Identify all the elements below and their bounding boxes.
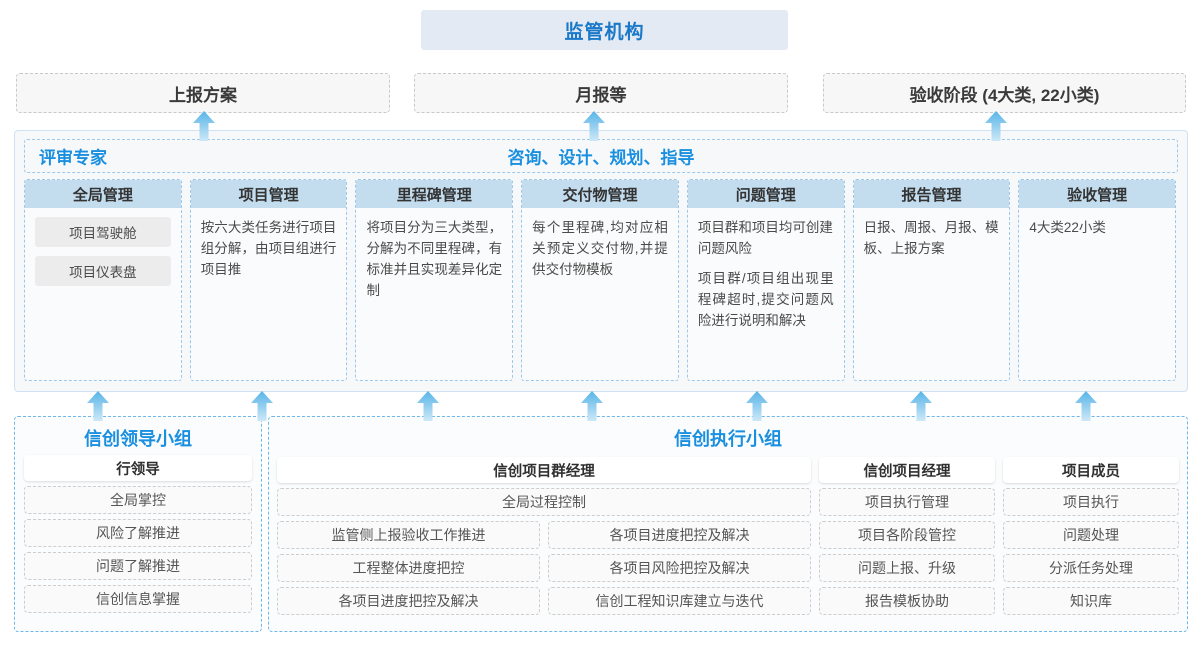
list-item: 工程整体进度把控 bbox=[277, 554, 540, 582]
column-global-management: 全局管理 项目驾驶舱 项目仪表盘 bbox=[24, 179, 182, 381]
regulator-box: 监管机构 bbox=[421, 10, 788, 50]
execution-group-title: 信创执行小组 bbox=[674, 429, 782, 449]
list-item: 各项目进度把控及解决 bbox=[548, 521, 811, 549]
column-body: 将项目分为三大类型，分解为不同里程碑，有标准并且实现差异化定制 bbox=[356, 208, 512, 380]
list-item: 风险了解推进 bbox=[24, 519, 252, 547]
management-columns: 全局管理 项目驾驶舱 项目仪表盘 项目管理 按六大类任务进行项目组分解，由项目组… bbox=[24, 179, 1177, 381]
list-item: 全局掌控 bbox=[24, 486, 252, 514]
chip-item: 项目仪表盘 bbox=[35, 256, 171, 286]
column-title: 问题管理 bbox=[687, 180, 844, 208]
list-item: 分派任务处理 bbox=[1003, 554, 1179, 582]
list-item: 报告模板协助 bbox=[819, 587, 995, 615]
arrow-up-icon bbox=[87, 391, 109, 421]
list-item: 问题上报、升级 bbox=[819, 554, 995, 582]
report-box-acceptance-stage: 验收阶段 (4大类, 22小类) bbox=[823, 73, 1186, 113]
column-acceptance-management: 验收管理 4大类22小类 bbox=[1018, 179, 1177, 381]
arrow-up-icon bbox=[985, 111, 1007, 141]
report-box-label: 月报等 bbox=[575, 85, 627, 105]
column-paragraph: 项目群和项目均可创建问题风险 bbox=[697, 220, 833, 256]
column-body: 每个里程碑,均对应相关预定义交付物,并提供交付物模板 bbox=[522, 208, 678, 380]
report-box-label: 验收阶段 (4大类, 22小类) bbox=[909, 85, 1100, 105]
list-item: 知识库 bbox=[1003, 587, 1179, 615]
regulator-label: 监管机构 bbox=[564, 21, 645, 43]
program-manager-block: 信创项目群经理 全局过程控制 监管侧上报验收工作推进 各项目进度把控及解决 工程… bbox=[277, 457, 811, 623]
column-issue-management: 问题管理 项目群和项目均可创建问题风险 项目群/项目组出现里程碑超时,提交问题风… bbox=[686, 179, 845, 381]
column-title: 全局管理 bbox=[25, 180, 181, 208]
arrow-up-icon bbox=[910, 391, 932, 421]
column-paragraph: 4大类22小类 bbox=[1029, 220, 1106, 235]
column-body: 按六大类任务进行项目组分解，由项目组进行项目推 bbox=[191, 208, 347, 380]
list-item: 信创工程知识库建立与迭代 bbox=[548, 587, 811, 615]
project-manager-block: 信创项目经理 项目执行管理 项目各阶段管控 问题上报、升级 报告模板协助 bbox=[819, 457, 995, 623]
column-milestone-management: 里程碑管理 将项目分为三大类型，分解为不同里程碑，有标准并且实现差异化定制 bbox=[355, 179, 514, 381]
list-item: 问题了解推进 bbox=[24, 552, 252, 580]
execution-group-columns: 信创项目群经理 全局过程控制 监管侧上报验收工作推进 各项目进度把控及解决 工程… bbox=[277, 457, 1179, 623]
column-report-management: 报告管理 日报、周报、月报、模板、上报方案 bbox=[852, 179, 1011, 381]
column-title: 验收管理 bbox=[1019, 180, 1176, 208]
column-paragraph: 将项目分为三大类型，分解为不同里程碑，有标准并且实现差异化定制 bbox=[366, 220, 503, 298]
list-item: 全局过程控制 bbox=[277, 488, 811, 516]
role-program-manager: 信创项目群经理 bbox=[277, 457, 811, 483]
role-bank-leader: 行领导 bbox=[24, 455, 252, 481]
list-item: 项目执行 bbox=[1003, 488, 1179, 516]
column-paragraph: 每个里程碑,均对应相关预定义交付物,并提供交付物模板 bbox=[532, 220, 668, 277]
column-body: 项目群和项目均可创建问题风险 项目群/项目组出现里程碑超时,提交问题风险进行说明… bbox=[688, 208, 844, 380]
execution-group-panel: 信创执行小组 信创项目群经理 全局过程控制 监管侧上报验收工作推进 各项目进度把… bbox=[268, 416, 1188, 632]
list-item: 项目执行管理 bbox=[819, 488, 995, 516]
report-box-label: 上报方案 bbox=[169, 85, 237, 105]
list-item: 各项目风险把控及解决 bbox=[548, 554, 811, 582]
consulting-panel: 评审专家 咨询、设计、规划、指导 全局管理 项目驾驶舱 项目仪表盘 项目管理 按… bbox=[14, 130, 1188, 392]
report-box-monthly-report: 月报等 bbox=[414, 73, 788, 113]
leadership-group-title: 信创领导小组 bbox=[84, 429, 192, 449]
chip-item: 项目驾驶舱 bbox=[35, 217, 171, 247]
leadership-group-panel: 信创领导小组 行领导 全局掌控 风险了解推进 问题了解推进 信创信息掌握 bbox=[14, 416, 262, 632]
arrow-up-icon bbox=[583, 111, 605, 141]
column-project-management: 项目管理 按六大类任务进行项目组分解，由项目组进行项目推 bbox=[189, 179, 348, 381]
column-deliverable-management: 交付物管理 每个里程碑,均对应相关预定义交付物,并提供交付物模板 bbox=[521, 179, 679, 381]
role-project-member: 项目成员 bbox=[1003, 457, 1179, 483]
consulting-services-label: 咨询、设计、规划、指导 bbox=[507, 148, 695, 168]
report-box-submission-plan: 上报方案 bbox=[16, 73, 390, 113]
arrow-up-icon bbox=[417, 391, 439, 421]
review-experts-label: 评审专家 bbox=[39, 148, 107, 168]
list-item: 各项目进度把控及解决 bbox=[277, 587, 540, 615]
column-body: 日报、周报、月报、模板、上报方案 bbox=[854, 208, 1010, 380]
consulting-panel-header: 评审专家 咨询、设计、规划、指导 bbox=[24, 139, 1178, 173]
leadership-group-list: 行领导 全局掌控 风险了解推进 问题了解推进 信创信息掌握 bbox=[15, 455, 261, 613]
list-item: 信创信息掌握 bbox=[24, 585, 252, 613]
arrow-up-icon bbox=[746, 391, 768, 421]
list-item: 问题处理 bbox=[1003, 521, 1179, 549]
role-project-manager: 信创项目经理 bbox=[819, 457, 995, 483]
column-title: 项目管理 bbox=[190, 180, 347, 208]
arrow-up-icon bbox=[251, 391, 273, 421]
arrow-up-icon bbox=[581, 391, 603, 421]
program-manager-row: 各项目进度把控及解决 信创工程知识库建立与迭代 bbox=[277, 587, 811, 615]
column-body: 项目驾驶舱 项目仪表盘 bbox=[25, 208, 181, 380]
column-title: 报告管理 bbox=[853, 180, 1010, 208]
list-item: 项目各阶段管控 bbox=[819, 521, 995, 549]
column-title: 里程碑管理 bbox=[356, 180, 513, 208]
project-member-block: 项目成员 项目执行 问题处理 分派任务处理 知识库 bbox=[1003, 457, 1179, 623]
program-manager-row: 监管侧上报验收工作推进 各项目进度把控及解决 bbox=[277, 521, 811, 549]
column-paragraph: 日报、周报、月报、模板、上报方案 bbox=[863, 220, 999, 256]
program-manager-row: 工程整体进度把控 各项目风险把控及解决 bbox=[277, 554, 811, 582]
list-item: 监管侧上报验收工作推进 bbox=[277, 521, 540, 549]
arrow-up-icon bbox=[193, 111, 215, 141]
column-paragraph: 项目群/项目组出现里程碑超时,提交问题风险进行说明和解决 bbox=[697, 271, 834, 328]
column-title: 交付物管理 bbox=[522, 180, 678, 208]
arrow-up-icon bbox=[1075, 391, 1097, 421]
column-paragraph: 按六大类任务进行项目组分解，由项目组进行项目推 bbox=[200, 220, 337, 277]
column-body: 4大类22小类 bbox=[1019, 208, 1175, 380]
